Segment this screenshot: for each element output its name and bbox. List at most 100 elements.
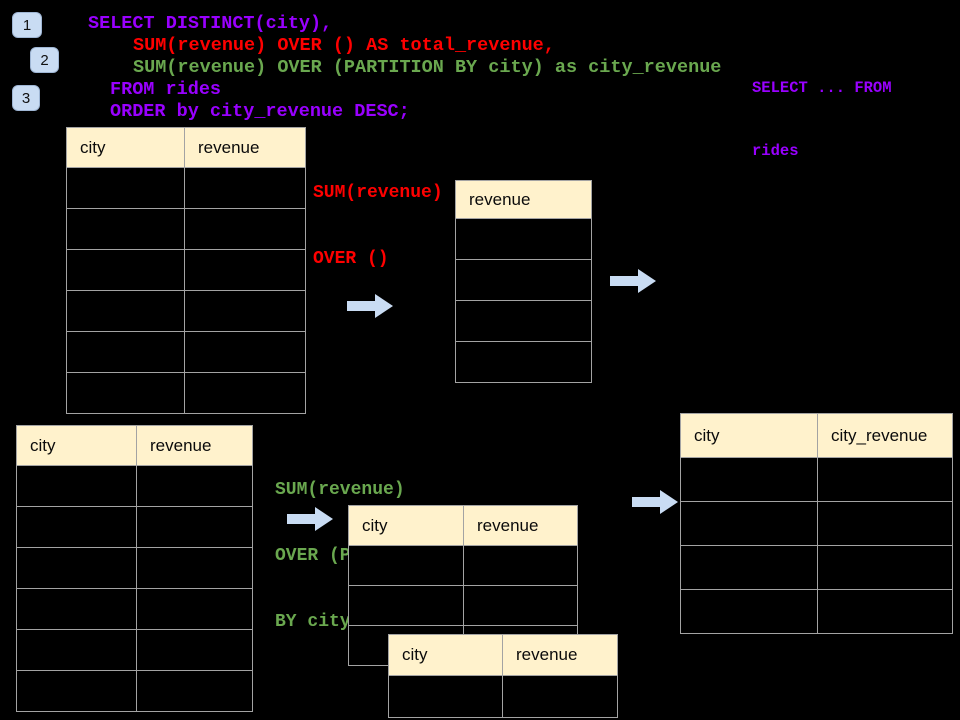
table-row [680,545,953,590]
table-cell [16,588,137,630]
city-revenue-result-table: city city_revenue [680,413,953,634]
source-table-bottom: city revenue [16,425,253,712]
table-row [348,545,578,586]
step-badge-2: 2 [30,47,59,73]
table-cell [348,585,464,626]
column-header-city: city [348,505,464,546]
table-cell [817,589,953,634]
table-cell [16,670,137,712]
table-cell [455,341,592,383]
table-row [16,629,253,671]
column-header-revenue: revenue [184,127,306,168]
annotation-line: BY city) [275,612,362,632]
table-cell [680,501,818,546]
table-cell [455,259,592,301]
step-badge-1: 1 [12,12,42,38]
table-row [66,249,306,291]
table-row [16,506,253,548]
table-row [16,588,253,630]
table-cell [184,290,306,332]
table-row [680,501,953,546]
flow-right-arrow-icon [347,294,393,318]
table-row [680,457,953,502]
table-cell [16,629,137,671]
table-cell [66,208,185,250]
table-row [16,547,253,589]
table-cell [136,670,253,712]
column-header-revenue: revenue [502,634,618,676]
sql-line-from: FROM rides [110,79,222,100]
table-row [455,259,592,301]
table-row [66,331,306,373]
annotation-line: SUM(revenue) [313,183,443,203]
table-cell [184,331,306,373]
table-cell [66,167,185,209]
column-header-city: city [680,413,818,458]
total-revenue-table: revenue [455,180,592,383]
column-header-revenue: revenue [136,425,253,466]
table-row [680,589,953,634]
source-table-top: city revenue [66,127,306,414]
column-header-city: city [66,127,185,168]
table-cell [680,545,818,590]
flow-right-arrow-icon [632,490,678,514]
column-header-city-revenue: city_revenue [817,413,953,458]
column-header-city: city [388,634,503,676]
table-cell [66,331,185,373]
table-cell [680,457,818,502]
table-row [66,167,306,209]
table-cell [455,300,592,342]
table-cell [184,167,306,209]
table-cell [817,457,953,502]
table-row [455,300,592,342]
sql-line-total-revenue: SUM(revenue) OVER () AS total_revenue, [133,35,555,56]
table-cell [136,588,253,630]
table-cell [66,372,185,414]
table-cell [136,506,253,548]
table-row [348,585,578,626]
step-badge-3: 3 [12,85,40,111]
table-cell [184,372,306,414]
table-cell [184,249,306,291]
table-row [66,290,306,332]
note-line-2: rides [752,142,799,160]
select-from-rides-note: SELECT ... FROM rides [752,36,892,204]
table-cell [66,290,185,332]
table-cell [455,218,592,260]
sql-line-order-by: ORDER by city_revenue DESC; [110,101,410,122]
table-cell [184,208,306,250]
table-cell [502,675,618,718]
table-row [16,670,253,712]
partition-table-front: city revenue [388,634,618,718]
total-revenue-annotation: SUM(revenue) OVER () [313,138,443,314]
table-cell [16,547,137,589]
table-row [66,372,306,414]
table-cell [817,545,953,590]
table-row [16,465,253,507]
table-cell [463,585,578,626]
annotation-line: OVER () [313,249,389,269]
sql-line-city-revenue: SUM(revenue) OVER (PARTITION BY city) as… [133,57,722,78]
table-cell [16,506,137,548]
column-header-city: city [16,425,137,466]
table-row [455,341,592,383]
table-cell [66,249,185,291]
table-cell [817,501,953,546]
table-row [66,208,306,250]
table-cell [348,545,464,586]
table-row [455,218,592,260]
flow-right-arrow-icon [610,269,656,293]
annotation-line: SUM(revenue) [275,480,405,500]
table-cell [136,465,253,507]
column-header-revenue: revenue [463,505,578,546]
sql-line-select: SELECT DISTINCT(city), [88,13,333,34]
table-row [388,675,618,718]
column-header-revenue: revenue [455,180,592,219]
note-line-1: SELECT ... FROM [752,79,892,97]
table-cell [388,675,503,718]
table-cell [463,545,578,586]
table-cell [680,589,818,634]
table-cell [16,465,137,507]
flow-right-arrow-icon [287,507,333,531]
